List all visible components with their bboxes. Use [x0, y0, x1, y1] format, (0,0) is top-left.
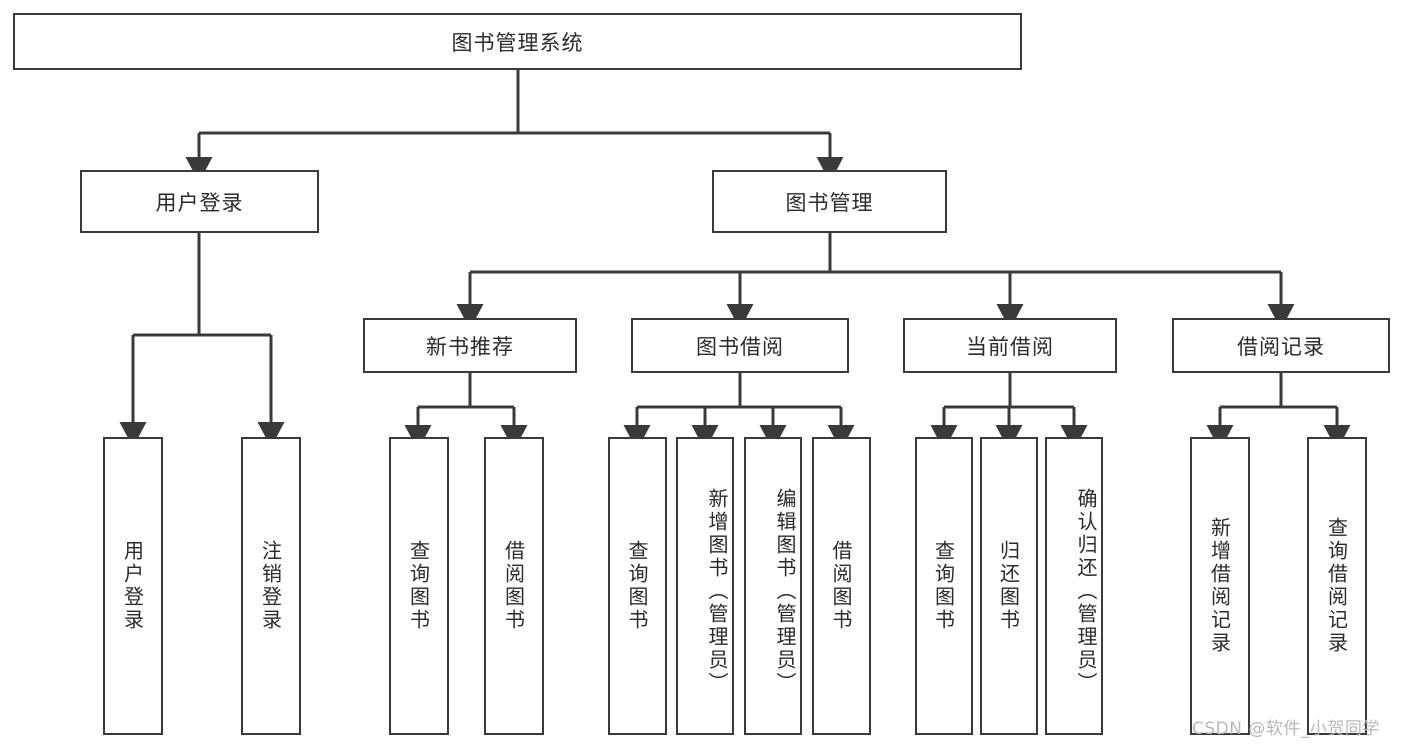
node-label: 新书推荐: [426, 334, 514, 359]
node-root-system[interactable]: 图书管理系统: [13, 13, 1022, 70]
node-label: 用户登录: [120, 540, 145, 632]
csdn-watermark: CSDN @软件_小贺同学: [1192, 719, 1380, 739]
node-book-borrow[interactable]: 图书借阅: [631, 318, 849, 373]
node-label: 新增图书（管理员）: [705, 487, 729, 695]
leaf-user-login[interactable]: 用户登录: [103, 437, 163, 735]
node-label: 编辑图书（管理员）: [773, 487, 797, 695]
node-current-borrow[interactable]: 当前借阅: [903, 318, 1117, 373]
node-label: 用户登录: [155, 190, 244, 215]
node-label: 注销登录: [258, 540, 283, 632]
node-label: 借阅记录: [1237, 334, 1325, 359]
leaf-borrow-book[interactable]: 借阅图书: [812, 437, 871, 735]
node-label: 图书借阅: [696, 334, 784, 359]
leaf-return-book[interactable]: 归还图书: [980, 437, 1038, 735]
leaf-logout[interactable]: 注销登录: [241, 437, 301, 735]
leaf-query-book[interactable]: 查询图书: [608, 437, 667, 735]
node-user-login[interactable]: 用户登录: [80, 170, 319, 233]
node-label: 归还图书: [996, 540, 1021, 632]
node-book-management[interactable]: 图书管理: [712, 170, 947, 233]
node-label: 新增借阅记录: [1207, 517, 1232, 655]
node-label: 查询借阅记录: [1324, 517, 1349, 655]
leaf-query-borrow-record[interactable]: 查询借阅记录: [1307, 437, 1367, 735]
node-label: 图书管理系统: [451, 30, 584, 55]
node-borrow-records[interactable]: 借阅记录: [1172, 318, 1390, 373]
node-new-book-recommend[interactable]: 新书推荐: [363, 318, 577, 373]
node-label: 查询图书: [931, 540, 956, 632]
leaf-edit-book-admin[interactable]: 编辑图书（管理员）: [744, 437, 802, 735]
node-label: 当前借阅: [966, 334, 1054, 359]
leaf-query-book-current[interactable]: 查询图书: [915, 437, 973, 735]
node-label: 借阅图书: [829, 540, 853, 632]
node-label: 图书管理: [785, 190, 874, 215]
leaf-borrow-book-recommend[interactable]: 借阅图书: [484, 437, 544, 735]
leaf-add-borrow-record[interactable]: 新增借阅记录: [1190, 437, 1250, 735]
leaf-confirm-return-admin[interactable]: 确认归还（管理员）: [1045, 437, 1103, 735]
node-label: 查询图书: [625, 540, 649, 632]
node-label: 确认归还（管理员）: [1074, 487, 1098, 695]
leaf-add-book-admin[interactable]: 新增图书（管理员）: [676, 437, 734, 735]
leaf-query-book-recommend[interactable]: 查询图书: [389, 437, 449, 735]
node-label: 借阅图书: [501, 540, 526, 632]
node-label: 查询图书: [406, 540, 431, 632]
